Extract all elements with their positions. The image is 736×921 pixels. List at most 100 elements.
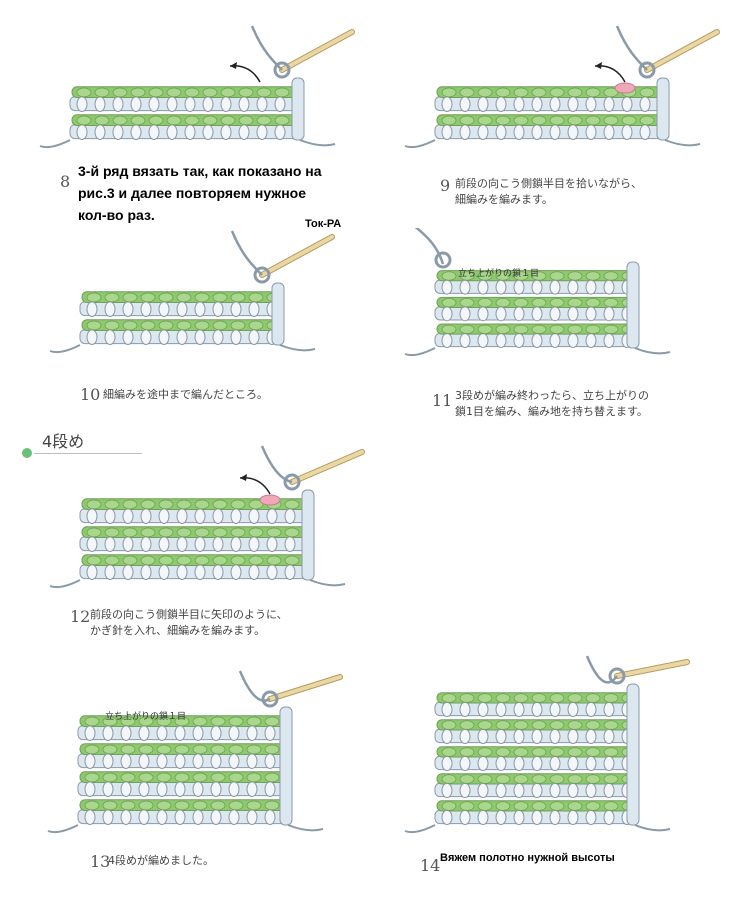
stitch-loop: [513, 87, 529, 98]
stitch-loop: [176, 292, 192, 303]
stitch: [549, 782, 561, 798]
yarn-tail: [309, 579, 346, 587]
stitch-loop: [274, 87, 290, 98]
stitch-loop: [603, 297, 619, 308]
stitch-loop: [477, 297, 493, 308]
stitch-loop: [549, 297, 565, 308]
stitch-loop: [120, 800, 136, 811]
stitch: [567, 124, 579, 140]
step-caption-12: 前段の向こう側鎖半目に矢印のように、 かぎ針を入れ、細編みを編みます。: [90, 607, 288, 639]
stitch: [585, 333, 597, 348]
stitch-loop: [266, 555, 282, 566]
stitch: [549, 701, 561, 717]
stitch: [112, 96, 124, 112]
stitch: [84, 781, 96, 797]
stitch: [228, 753, 240, 769]
stitch-loop: [210, 800, 226, 811]
stitch-loop: [122, 527, 138, 538]
stitch-loop: [230, 320, 246, 331]
caption-line: 前段の向こう側鎖半目に矢印のように、: [90, 608, 288, 621]
yarn-loop-on-hook: [261, 690, 279, 708]
stitch: [513, 755, 525, 771]
stitch: [639, 124, 651, 140]
stitch: [459, 728, 471, 744]
stitch-loop: [603, 324, 619, 334]
stitch-loop: [513, 801, 529, 811]
stitch-loop: [176, 499, 192, 510]
stitch-loop: [184, 115, 200, 126]
highlight-stitch: [259, 494, 281, 506]
stitch-loop: [202, 87, 218, 98]
stitch-loop: [210, 744, 226, 755]
crochet-hook-body: [260, 235, 334, 277]
stitch-loop: [549, 115, 565, 126]
stitch: [76, 96, 88, 112]
stitch: [549, 333, 561, 348]
stitch-loop: [86, 527, 102, 538]
caption-line: 細編みを編みます。: [455, 193, 553, 206]
stitch: [531, 755, 543, 771]
stitch: [256, 96, 268, 112]
stitch-loop: [477, 747, 493, 757]
stitch-loop: [176, 555, 192, 566]
stitch-loop: [158, 292, 174, 303]
stitch-loop: [513, 774, 529, 784]
stitch-loop: [603, 720, 619, 730]
stitch: [130, 96, 142, 112]
stitch: [513, 306, 525, 322]
stitch: [513, 124, 525, 140]
stitch: [264, 809, 276, 825]
caption-line: 3段めが編み終わったら、立ち上がりの: [455, 389, 649, 402]
crochet-hook-body: [268, 675, 342, 701]
yarn-tail: [634, 824, 671, 832]
stitch-loop: [495, 747, 511, 757]
stitch: [274, 96, 286, 112]
stitch-loop: [477, 324, 493, 334]
stitch-loop: [441, 297, 457, 308]
edge-stitches: [271, 282, 285, 346]
stitch: [184, 96, 196, 112]
stitch-loop: [639, 115, 655, 126]
stitch: [459, 333, 471, 348]
stitch: [156, 753, 168, 769]
stitch: [156, 781, 168, 797]
caption-line: 4段めが編めました。: [108, 854, 214, 867]
stitch: [166, 96, 178, 112]
stitch-loop: [531, 271, 547, 281]
stitch-loop: [174, 716, 190, 727]
caption-line: 前段の向こう側鎖半目を拾いながら、: [455, 177, 642, 190]
yarn-loop: [434, 251, 452, 269]
stitch: [495, 333, 507, 348]
caption-line: 細編みを途中まで編んだところ。: [103, 388, 268, 401]
stitch-loop: [210, 716, 226, 727]
edge-stitches: [626, 683, 640, 826]
stitch: [192, 725, 204, 741]
stitch: [495, 124, 507, 140]
yarn-tail: [404, 347, 436, 357]
stitch-loop: [495, 774, 511, 784]
stitch: [459, 755, 471, 771]
stitch: [585, 728, 597, 744]
stitch-loop: [212, 555, 228, 566]
step-number-12: 12: [70, 607, 91, 626]
stitch: [531, 96, 543, 112]
stitch-loop: [158, 320, 174, 331]
yarn-loop-on-hook: [273, 61, 291, 79]
stitch: [158, 329, 170, 345]
stitch: [138, 725, 150, 741]
stitch: [603, 124, 615, 140]
stitch: [210, 725, 222, 741]
stitch-loop: [140, 499, 156, 510]
highlight-stitch: [614, 82, 636, 94]
stitch: [184, 124, 196, 140]
stitch: [585, 96, 597, 112]
stitch: [531, 333, 543, 348]
stitch-loop: [102, 744, 118, 755]
arrow-head-icon: [595, 62, 602, 69]
stitch: [567, 728, 579, 744]
stitch-loop: [194, 555, 210, 566]
stitch-loop: [621, 115, 637, 126]
stitch-loop: [84, 772, 100, 783]
stitch: [228, 809, 240, 825]
stitch: [138, 781, 150, 797]
